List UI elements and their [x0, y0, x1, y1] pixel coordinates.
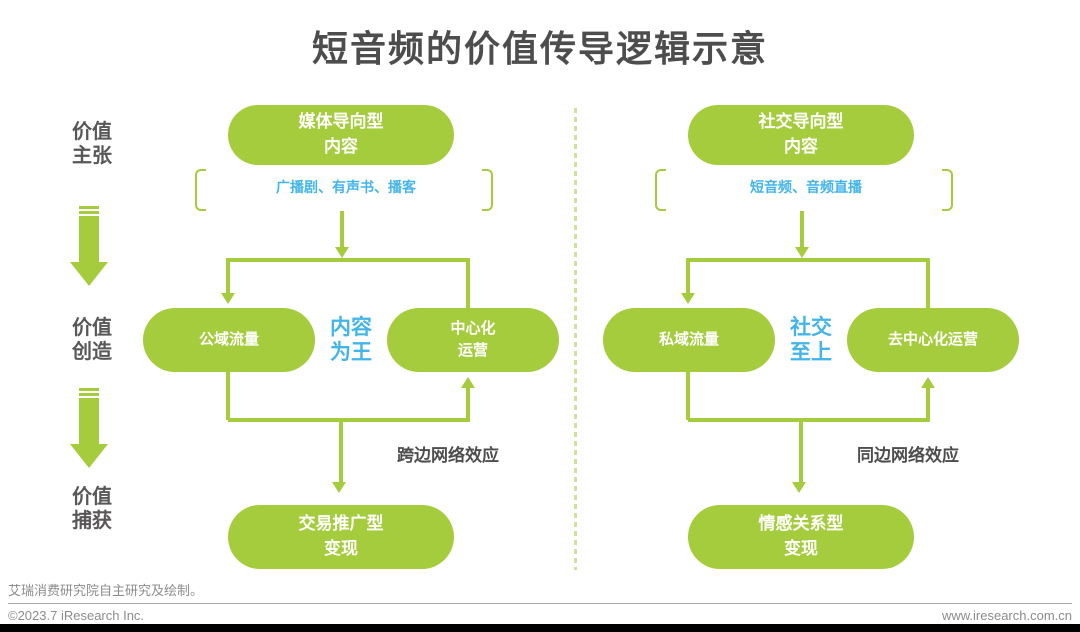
connector-line — [340, 211, 344, 247]
right-bracket-icon — [482, 169, 493, 211]
same-side-network-effect-label: 同边网络效应 — [857, 446, 959, 465]
page-title: 短音频的价值传导逻辑示意 — [311, 28, 768, 69]
left-bracket-icon — [655, 169, 666, 211]
arrow-head — [70, 444, 108, 468]
down-block-arrow-icon — [70, 206, 108, 286]
connector-line — [799, 420, 803, 482]
down-arrowhead-icon — [221, 293, 235, 304]
up-arrowhead-icon — [461, 377, 475, 388]
social-oriented-column: 社交导向型 内容 短音频、音频直播 私域流量 社交 至上 去中心化运营 同边网络… — [591, 0, 1021, 580]
connector-line — [228, 258, 470, 262]
connector-line — [466, 258, 470, 308]
connector-line — [466, 388, 470, 420]
connector-line — [226, 372, 230, 420]
connector-line — [686, 372, 690, 420]
connector-line — [688, 258, 930, 262]
website-url: www.iresearch.com.cn — [941, 608, 1072, 623]
centralized-ops-pill: 中心化 运营 — [387, 308, 559, 372]
private-traffic-pill: 私域流量 — [603, 308, 775, 372]
media-content-pill: 媒体导向型 内容 — [228, 105, 454, 165]
connector-line — [226, 258, 230, 294]
right-bracket-icon — [942, 169, 953, 211]
copyright-text: ©2023.7 iResearch Inc. — [8, 608, 145, 623]
down-arrowhead-icon — [332, 482, 346, 493]
content-is-king-text: 内容 为王 — [330, 316, 372, 365]
decentralized-ops-pill: 去中心化运营 — [847, 308, 1019, 372]
social-first-text: 社交 至上 — [790, 316, 832, 365]
connector-line — [228, 418, 470, 422]
media-examples-text: 广播剧、有声书、播客 — [276, 179, 416, 195]
arrow-shaft — [79, 206, 99, 262]
social-content-pill: 社交导向型 内容 — [688, 105, 914, 165]
connector-line — [339, 420, 343, 482]
emotional-monetization-pill: 情感关系型 变现 — [688, 505, 914, 569]
footer-black-bar — [0, 624, 1080, 632]
footer-divider — [8, 603, 1072, 604]
center-dashed-divider — [574, 108, 577, 570]
public-traffic-pill: 公域流量 — [143, 308, 315, 372]
down-arrowhead-icon — [795, 247, 809, 258]
social-examples-text: 短音频、音频直播 — [750, 179, 862, 195]
down-block-arrow-icon — [70, 388, 108, 468]
connector-line — [926, 258, 930, 308]
stage-label-value-proposition: 价值 主张 — [72, 121, 112, 167]
connector-line — [686, 258, 690, 294]
stage-label-value-creation: 价值 创造 — [72, 317, 112, 363]
arrow-head — [70, 262, 108, 286]
source-note: 艾瑞消费研究院自主研究及绘制。 — [8, 583, 204, 598]
arrow-shaft — [79, 388, 99, 444]
down-arrowhead-icon — [335, 247, 349, 258]
media-oriented-column: 媒体导向型 内容 广播剧、有声书、播客 公域流量 内容 为王 中心化 运营 跨边… — [131, 0, 561, 580]
transaction-monetization-pill: 交易推广型 变现 — [228, 505, 454, 569]
connector-line — [688, 418, 930, 422]
up-arrowhead-icon — [921, 377, 935, 388]
left-bracket-icon — [195, 169, 206, 211]
stage-label-value-capture: 价值 捕获 — [72, 486, 112, 532]
connector-line — [926, 388, 930, 420]
cross-side-network-effect-label: 跨边网络效应 — [397, 446, 499, 465]
down-arrowhead-icon — [792, 482, 806, 493]
down-arrowhead-icon — [681, 293, 695, 304]
connector-line — [800, 211, 804, 247]
